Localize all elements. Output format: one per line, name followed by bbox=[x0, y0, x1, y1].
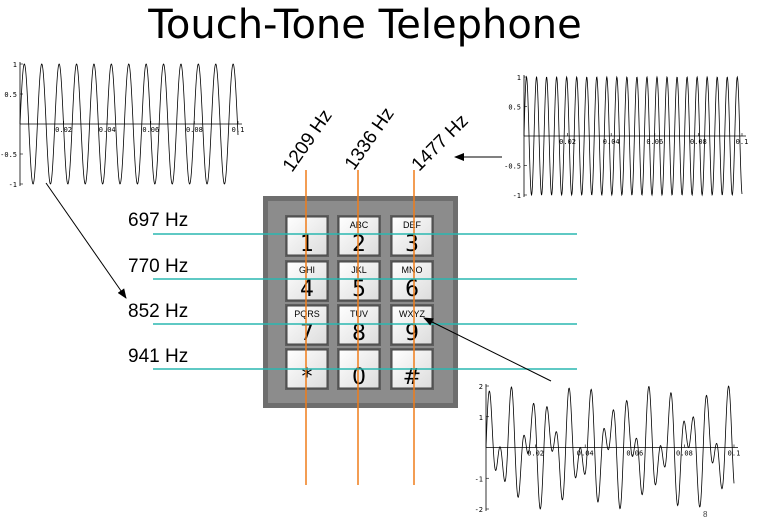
waveform-line bbox=[523, 75, 743, 197]
y-tick-label: -1 bbox=[9, 181, 17, 189]
x-tick-label: 0.06 bbox=[646, 138, 663, 146]
key-letters: MNO bbox=[402, 265, 423, 275]
x-tick-label: 0.04 bbox=[603, 138, 620, 146]
waveform-line bbox=[485, 385, 735, 510]
y-tick-label: 1 bbox=[517, 74, 521, 82]
key-digit: 2 bbox=[352, 232, 366, 257]
x-tick-label: 0.08 bbox=[690, 138, 707, 146]
y-tick-label: 1 bbox=[13, 61, 17, 69]
slide-title: Touch-Tone Telephone bbox=[148, 2, 582, 48]
y-tick-label: -0.5 bbox=[504, 163, 521, 171]
column-frequency-label-1336: 1336 Hz bbox=[341, 104, 399, 174]
arrow-combined-tone-to-key-9 bbox=[423, 317, 552, 382]
key-letters: PQRS bbox=[294, 309, 320, 319]
key-digit: # bbox=[403, 365, 421, 390]
y-tick-label: 0.5 bbox=[4, 91, 17, 99]
key-4[interactable]: GHI 4 bbox=[285, 260, 329, 302]
key-digit: 6 bbox=[405, 277, 419, 302]
key-9[interactable]: WXYZ 9 bbox=[390, 304, 434, 346]
column-tone-plot: 1 0.5 -0.5 -1 0.02 0.04 0.06 0.08 0.1 bbox=[504, 74, 748, 200]
key-letters: DEF bbox=[403, 220, 422, 230]
x-tick-label: 0.1 bbox=[736, 138, 749, 146]
row-frequency-label-941: 941 Hz bbox=[128, 346, 189, 367]
key-2[interactable]: ABC 2 bbox=[337, 215, 381, 257]
key-digit: 5 bbox=[352, 277, 366, 302]
x-tick-label: 0.1 bbox=[728, 450, 741, 458]
row-frequency-label-697: 697 Hz bbox=[128, 210, 189, 231]
key-letters: ABC bbox=[350, 220, 369, 230]
key-digit: 7 bbox=[300, 321, 314, 346]
key-digit: * bbox=[302, 365, 313, 390]
key-digit: 1 bbox=[300, 232, 314, 257]
key-3[interactable]: DEF 3 bbox=[390, 215, 434, 257]
x-tick-label: 0.04 bbox=[577, 450, 594, 458]
key-letters: WXYZ bbox=[399, 309, 426, 319]
y-tick-label: -1 bbox=[475, 475, 483, 483]
x-tick-label: 0.06 bbox=[626, 450, 643, 458]
waveform-line bbox=[19, 63, 239, 185]
key-digit: 3 bbox=[405, 232, 419, 257]
column-frequency-label-1477: 1477 Hz bbox=[408, 111, 473, 176]
key-digit: 0 bbox=[352, 365, 366, 390]
key-letters: TUV bbox=[350, 309, 368, 319]
column-frequency-label-1209: 1209 Hz bbox=[279, 106, 337, 176]
key-5[interactable]: JKL 5 bbox=[337, 260, 381, 302]
y-tick-label: -0.5 bbox=[0, 151, 17, 159]
key-7[interactable]: PQRS 7 bbox=[285, 304, 329, 346]
key-digit: 4 bbox=[300, 277, 314, 302]
x-tick-label: 0.1 bbox=[232, 126, 245, 134]
row-frequency-label-852: 852 Hz bbox=[128, 301, 189, 322]
y-tick-label: 0.5 bbox=[508, 104, 521, 112]
key-1[interactable]: 1 bbox=[285, 215, 329, 257]
arrow-row-tone-to-852 bbox=[45, 182, 127, 299]
key-letters: JKL bbox=[351, 265, 367, 275]
x-tick-label: 0.08 bbox=[676, 450, 693, 458]
x-tick-label: 0.02 bbox=[559, 138, 576, 146]
x-tick-label: 0.04 bbox=[99, 126, 116, 134]
x-tick-label: 0.08 bbox=[186, 126, 203, 134]
y-tick-label: 2 bbox=[479, 383, 483, 391]
key-6[interactable]: MNO 6 bbox=[390, 260, 434, 302]
slide-number: 8 bbox=[703, 510, 708, 519]
x-tick-label: 0.06 bbox=[142, 126, 159, 134]
row-frequency-label-770: 770 Hz bbox=[128, 256, 189, 277]
row-tone-plot: 1 0.5 -0.5 -1 0.02 0.04 0.06 0.08 0.1 bbox=[0, 61, 244, 189]
key-digit: 8 bbox=[352, 321, 366, 346]
x-tick-label: 0.02 bbox=[527, 450, 544, 458]
y-tick-label: -2 bbox=[475, 506, 483, 514]
key-digit: 9 bbox=[405, 321, 419, 346]
x-tick-label: 0.02 bbox=[55, 126, 72, 134]
y-tick-label: -1 bbox=[513, 192, 521, 200]
combined-tone-plot: 2 1 -1 -2 0.02 0.04 0.06 0.08 0.1 bbox=[475, 383, 741, 514]
key-8[interactable]: TUV 8 bbox=[337, 304, 381, 346]
key-letters: GHI bbox=[299, 265, 315, 275]
y-tick-label: 1 bbox=[479, 414, 483, 422]
